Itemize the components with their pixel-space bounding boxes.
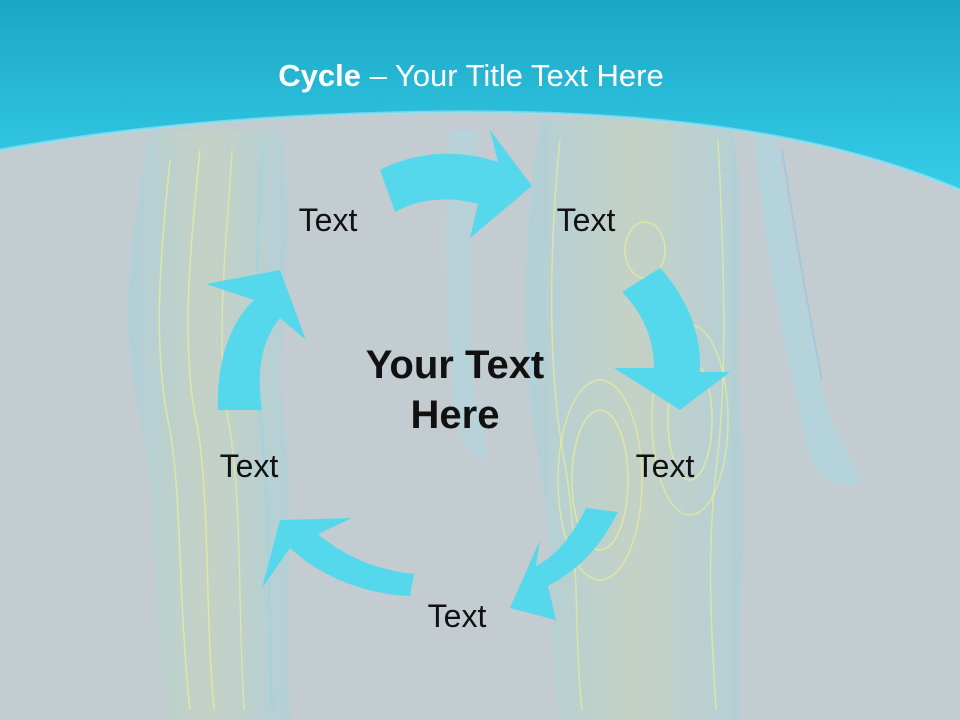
- title-dash: –: [361, 58, 395, 93]
- cycle-arrow-2: [614, 268, 730, 410]
- step-label-3: Text: [635, 448, 695, 484]
- title-text: Your Title Text Here: [394, 58, 664, 93]
- title-bold: Cycle: [278, 58, 361, 93]
- arm-silhouette-right: [755, 130, 862, 486]
- step-label-5: Text: [219, 448, 279, 484]
- cycle-arrow-5: [206, 270, 306, 410]
- cycle-arrow-1: [380, 130, 532, 238]
- header-band: [0, 0, 960, 190]
- cycle-arrow-4: [262, 518, 414, 596]
- arm-silhouette-middle: [446, 130, 488, 460]
- slide-title: Cycle – Your Title Text Here: [0, 56, 942, 96]
- step-label-1: Text: [298, 202, 358, 238]
- center-text-line-1: Your Text: [365, 343, 545, 387]
- center-text-line-2: Here: [410, 393, 500, 437]
- center-text: Your Text Here: [300, 340, 610, 440]
- cycle-arrow-3: [510, 508, 618, 620]
- step-label-4: Text: [427, 598, 487, 634]
- step-label-2: Text: [556, 202, 616, 238]
